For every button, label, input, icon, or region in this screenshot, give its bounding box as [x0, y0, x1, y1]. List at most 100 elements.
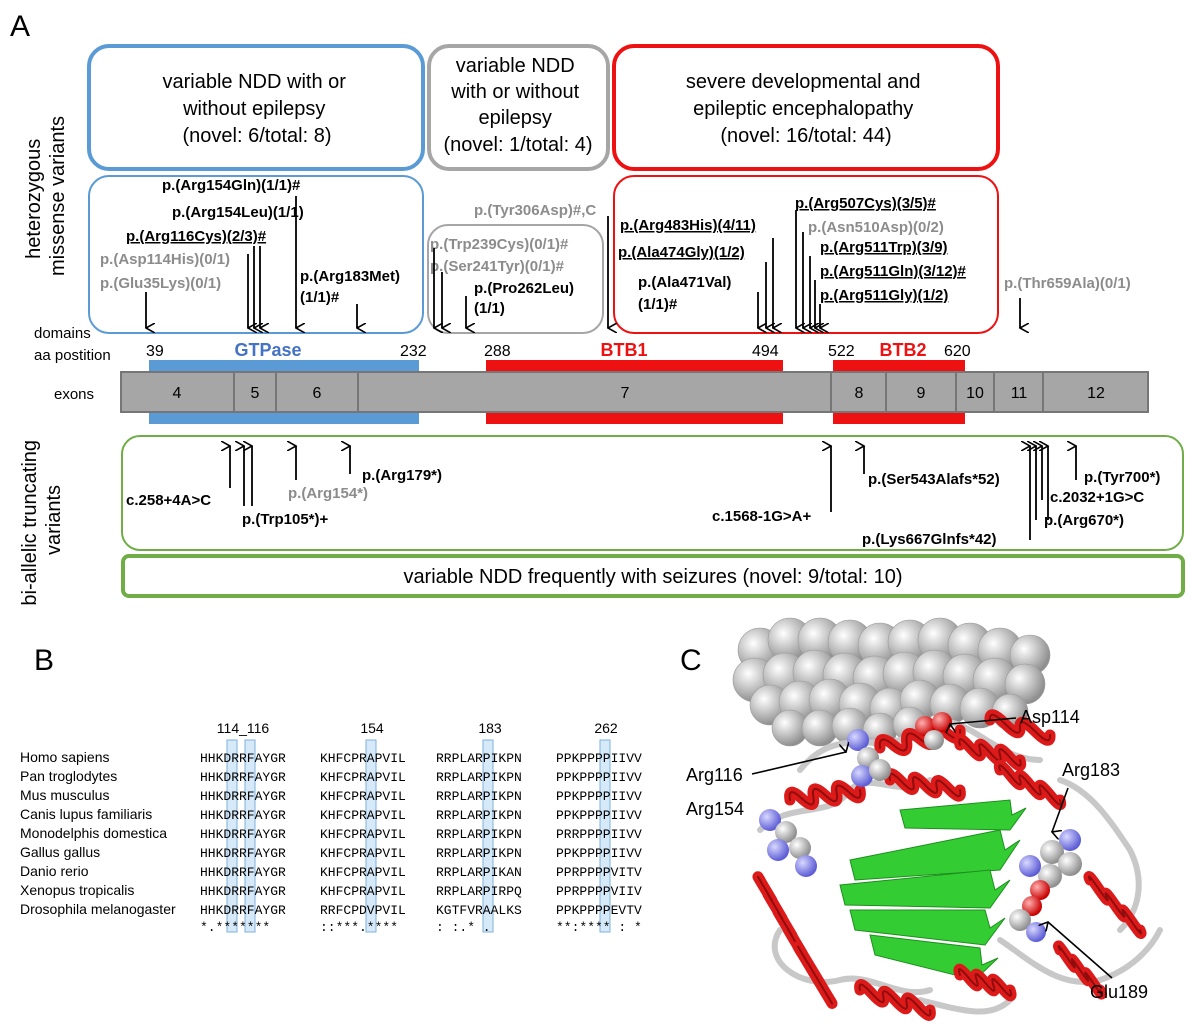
helix-edge: [958, 738, 1022, 767]
group-blue-l2: without epilepsy: [182, 98, 325, 120]
missense-box-red: [613, 175, 999, 334]
truncating-box: [121, 435, 1184, 551]
species-name: Drosophila melanogaster: [20, 901, 176, 917]
exon-7: [357, 371, 832, 413]
atom-arg154-3: [767, 839, 789, 861]
alignment-sequence: PRRPPPPIIVV: [556, 827, 642, 842]
side-label-truncating-l2: variants: [43, 485, 65, 555]
species-name: Canis lupus familiaris: [20, 806, 152, 822]
species-name: Danio rerio: [20, 863, 89, 879]
truncating-label: p.(Tyr700*): [1084, 469, 1160, 486]
missense-label: p.(Arg511Gly)(1/2): [820, 287, 948, 304]
alignment-sequence: PPKPPPPIIVV: [556, 751, 642, 766]
atom-arg183-5: [1019, 855, 1041, 877]
panel-label-b: B: [34, 644, 54, 677]
alignment-sequence: PPKPPPPIIVV: [556, 770, 642, 785]
coil-3: [771, 927, 933, 996]
alignment-sequence: RRPLARPIKPN: [436, 751, 522, 766]
exon-numbers: 4 5 6 7 8 9 10 11 12: [173, 385, 1105, 402]
atom-arg183-3: [1058, 852, 1082, 876]
pointer-asp114: [950, 717, 1017, 724]
group-box-gray: [427, 44, 610, 171]
missense-label: p.(Asn510Asp)(0/2): [808, 219, 944, 236]
helix-edge: [957, 968, 1013, 997]
atom-arg183-1: [1059, 829, 1081, 851]
alignment-consensus: ::***.****: [320, 920, 398, 935]
truncating-label: c.2032+1G>C: [1050, 489, 1144, 506]
atom-asp114-3: [924, 730, 944, 750]
coil-6: [917, 997, 1013, 1015]
truncating-label: p.(Arg670*): [1044, 512, 1124, 529]
alignment-pos-154: 154: [360, 720, 384, 736]
exon-7-label: 7: [621, 385, 630, 402]
missense-label: p.(Trp239Cys)(0/1)#: [430, 236, 569, 253]
exon-6: [275, 371, 359, 413]
exon-10-label: 10: [966, 385, 984, 402]
strand-3: [849, 909, 1006, 946]
truncating-label: p.(Arg179*): [362, 467, 442, 484]
group-red-l2: epileptic encephalopathy: [693, 98, 913, 120]
exon-9-label: 9: [917, 385, 926, 402]
alignment-sequence: RRPLARPIRPQ: [436, 884, 522, 899]
helix-edge: [1057, 944, 1103, 996]
group-text-blue: variable NDD with or without epilepsy (n…: [163, 71, 352, 147]
domain-btb1-label: BTB1: [600, 340, 647, 360]
alignment-sequence: PPRPPPPVITV: [556, 865, 642, 880]
missense-label: (1/1)#: [638, 296, 678, 313]
side-label-truncating: bi-allelic truncating variants: [19, 434, 65, 605]
alignment-sequence: KHFCPRAPVIL: [320, 808, 406, 823]
missense-label: p.(Arg483His)(4/11): [620, 217, 756, 234]
species-name: Monodelphis domestica: [20, 825, 167, 841]
group-red-l1: severe developmental and: [686, 71, 921, 93]
aa-pos-494: 494: [752, 343, 779, 360]
alignment-sequence: RRPLARPIKPN: [436, 827, 522, 842]
helix-edge: [998, 764, 1062, 806]
species-name: Gallus gallus: [20, 844, 100, 860]
helix-edge: [1087, 875, 1143, 935]
aa-pos-39: 39: [146, 343, 164, 360]
pointer-arg116: [751, 752, 846, 775]
alignment-consensus: **:**** : *: [556, 920, 642, 935]
species-name: Homo sapiens: [20, 749, 110, 765]
structure-pointers: [751, 717, 1113, 979]
alignment-sequence: KHFCPRAPVIL: [320, 884, 406, 899]
atom-glu189-3: [1009, 909, 1031, 931]
side-label-missense-l2: missense variants: [47, 116, 69, 276]
missense-arrows: [146, 196, 1020, 328]
exon-12-label: 12: [1087, 385, 1105, 402]
protein-structure: Asp114 Arg116 Arg183 Arg154 Glu189: [686, 617, 1163, 1021]
alignment-sequence: PPKPPPPIIVV: [556, 789, 642, 804]
truncating-label: p.(Lys667Glnfs*42): [862, 531, 997, 548]
alignment-pos-114-116: 114_116: [217, 720, 270, 736]
row-label-exons: exons: [54, 386, 94, 403]
side-label-missense: heterozygous missense variants: [23, 116, 69, 276]
group-gray-l2: with or without: [450, 81, 579, 103]
alignment-sequence: HHKDRRFAYGR: [200, 770, 286, 785]
alignment-sequence: RRPLARPIKPN: [436, 808, 522, 823]
strand-2: [839, 869, 1011, 909]
structure-label-glu189: Glu189: [1090, 982, 1148, 1002]
truncating-label: p.(Trp105*)+: [242, 511, 329, 528]
domain-gtpase-label: GTPase: [234, 340, 301, 360]
alpha-helices: [752, 709, 1147, 1021]
aa-pos-620: 620: [944, 343, 971, 360]
highlight-154: [365, 739, 377, 933]
exon-bar: [120, 371, 1149, 413]
atom-glu189-1: [1030, 880, 1050, 900]
group-blue-l3: (novel: 6/total: 8): [183, 125, 332, 147]
helix-edge: [888, 772, 962, 798]
group-gray-l4: (novel: 1/total: 4): [444, 134, 593, 156]
truncating-labels: c.258+4A>Cp.(Trp105*)+p.(Arg154*)p.(Arg1…: [126, 467, 1160, 548]
residue-arg183: [1019, 829, 1082, 888]
alignment-sequence: PPKPPPPIIVV: [556, 846, 642, 861]
atom-arg116-4: [869, 759, 891, 781]
group-gray-l3: epilepsy: [479, 107, 552, 129]
group-text-gray: variable NDD with or without epilepsy (n…: [444, 55, 593, 156]
helix-edge: [988, 713, 1052, 742]
domain-btb2-label: BTB2: [879, 340, 926, 360]
atom-arg154-4: [789, 837, 811, 859]
pointer-glu189: [1048, 922, 1113, 979]
panel-label-a: A: [10, 10, 30, 43]
strand-1: [849, 829, 1021, 881]
alignment-sequence: HHKDRRFAYGR: [200, 827, 286, 842]
